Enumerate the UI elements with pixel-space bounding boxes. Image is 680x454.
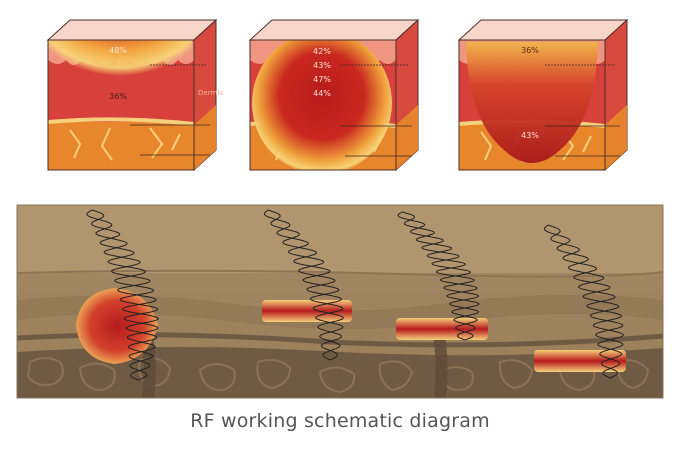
temp-label-4: 44% — [313, 89, 331, 98]
diagram-caption: RF working schematic diagram — [190, 410, 490, 432]
temp-label-mid: 36% — [109, 92, 127, 101]
skin-layer-line — [17, 269, 663, 278]
wave-depth-panel — [17, 205, 663, 398]
heat-zone — [48, 40, 192, 110]
cube-sphere-heating: 42% 43% 47% 44% — [248, 18, 420, 172]
fat-layer — [48, 122, 194, 170]
heat-zone — [466, 42, 598, 163]
temp-label-top: 36% — [521, 46, 539, 55]
cube-top-face — [248, 19, 420, 41]
cube-top-face — [46, 19, 218, 41]
temp-label-2: 43% — [313, 61, 331, 70]
rf-wave-1-strand-2 — [86, 209, 159, 381]
dermis-label: Dermis — [198, 89, 223, 97]
heat-bar-3 — [534, 350, 626, 372]
rf-wave-2-strand-2 — [263, 209, 344, 361]
cube-shallow-heating: 48% 36% Dermis — [46, 18, 223, 172]
fat-cells — [26, 357, 650, 394]
cube-top-face — [457, 19, 629, 41]
temp-label-top: 48% — [109, 46, 127, 55]
rf-wave-3-strand-2 — [397, 211, 480, 341]
heat-bar-1 — [262, 300, 352, 322]
cube-side-fat — [396, 105, 418, 170]
heat-lens-deep — [76, 288, 158, 364]
rf-wave-4-strand-2 — [543, 224, 624, 379]
cube-side-fat — [194, 105, 216, 170]
cube-deep-heating: 36% 43% — [457, 18, 629, 172]
temp-label-1: 42% — [313, 47, 331, 56]
temp-label-bottom: 43% — [521, 131, 539, 140]
temp-label-3: 47% — [313, 75, 331, 84]
fat-cell-layer — [17, 347, 663, 398]
heat-zone — [252, 40, 392, 170]
rf-waves — [86, 209, 624, 381]
cube-side-fat — [605, 105, 627, 170]
